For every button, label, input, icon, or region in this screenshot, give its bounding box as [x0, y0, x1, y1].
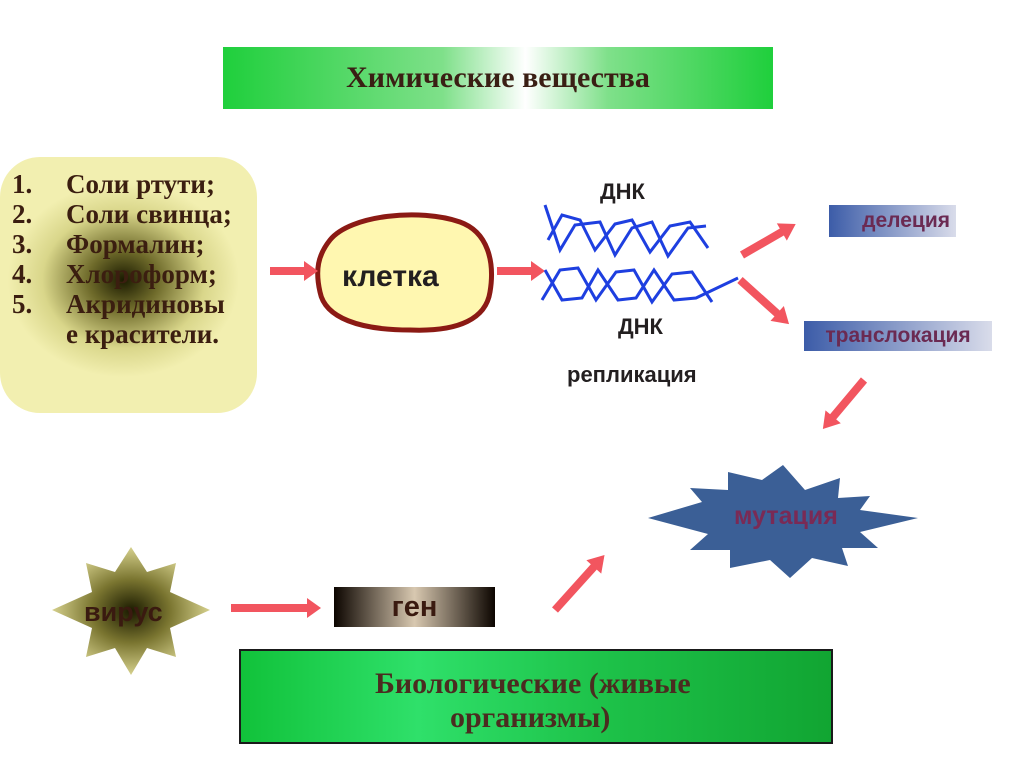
- list-item: е красители.: [12, 319, 252, 349]
- list-text: е красители.: [66, 319, 220, 349]
- chemicals-list: 1. Соли ртути; 2. Соли свинца; 3. Формалин;…: [12, 169, 252, 349]
- dna-strand: [540, 266, 714, 305]
- dna-strand: [543, 267, 739, 302]
- chemicals-list-box: 1. Соли ртути; 2. Соли свинца; 3. Формалин;…: [0, 157, 257, 413]
- mutation-label: мутация: [734, 502, 838, 530]
- dna-strands: [540, 204, 739, 305]
- list-text: Формалин;: [66, 229, 205, 259]
- list-item: 1. Соли ртути;: [12, 169, 252, 199]
- list-item: 5. Акридиновы: [12, 289, 252, 319]
- biological-line2: организмы): [450, 701, 611, 734]
- list-number: 2.: [12, 199, 33, 229]
- biological-line1: Биологические (живые: [375, 667, 691, 700]
- list-text: Соли ртути;: [66, 169, 215, 199]
- arrow-translocation-to-mutation: [822, 377, 868, 430]
- dna-top-label: ДНК: [600, 179, 645, 204]
- list-number: 3.: [12, 229, 33, 259]
- biological-box: Биологические (живые организмы): [239, 649, 833, 744]
- virus-label: вирус: [84, 597, 163, 627]
- arrow-dna-to-deletion: [740, 223, 796, 259]
- cell-label: клетка: [342, 260, 439, 293]
- arrow-dna-to-translocation: [737, 277, 790, 325]
- deletion-label: делеция: [862, 209, 950, 232]
- title-box: Химические вещества: [223, 47, 773, 109]
- translocation-label: транслокация: [825, 324, 971, 347]
- dna-bottom-label: ДНК: [618, 314, 663, 339]
- deletion-box: делеция: [829, 205, 956, 237]
- gene-label: ген: [391, 590, 438, 623]
- list-number: 4.: [12, 259, 33, 289]
- dna-strand: [543, 204, 707, 259]
- list-item: 3. Формалин;: [12, 229, 252, 259]
- virus-shape: [52, 547, 210, 675]
- dna-strand: [546, 213, 710, 255]
- title-text: Химические вещества: [346, 61, 650, 94]
- list-number: 5.: [12, 289, 33, 319]
- arrow-list-to-cell: [270, 261, 318, 281]
- list-text: Соли свинца;: [66, 199, 232, 229]
- gene-box: ген: [334, 587, 495, 627]
- mutation-shape: [648, 465, 918, 578]
- list-item: 4. Хлороформ;: [12, 259, 252, 289]
- arrow-gene-to-mutation: [552, 555, 605, 613]
- list-text: Акридиновы: [66, 289, 225, 319]
- arrow-virus-to-gene: [231, 598, 321, 618]
- list-text: Хлороформ;: [66, 259, 217, 289]
- list-number: 1.: [12, 169, 33, 199]
- cell-shape: [315, 212, 494, 333]
- replication-label: репликация: [567, 362, 697, 387]
- list-item: 2. Соли свинца;: [12, 199, 252, 229]
- arrow-cell-to-dna: [497, 261, 545, 281]
- translocation-box: транслокация: [804, 321, 992, 351]
